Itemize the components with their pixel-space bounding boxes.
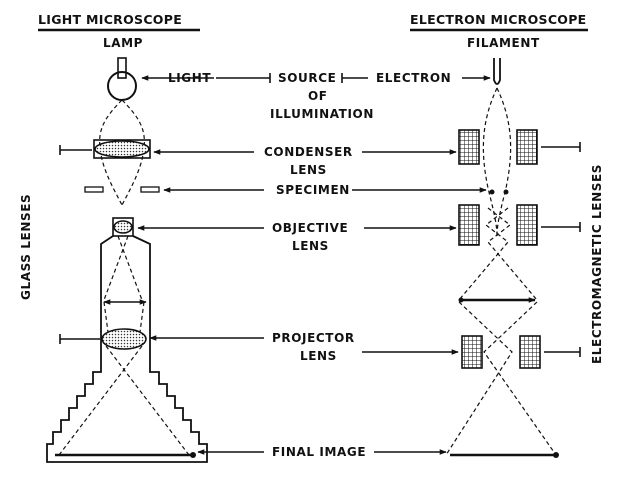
light-projector-lens: [101, 328, 147, 350]
electron-projector-coil-right: [519, 335, 541, 369]
electron-beam-left: [482, 87, 498, 237]
light-ray-lower-2: [103, 235, 129, 301]
electromagnetic-lenses-label: ELECTROMAGNETIC LENSES: [590, 164, 604, 364]
light-ray-lower-1: [117, 235, 143, 301]
electron-specimen-right: [503, 189, 509, 195]
light-microscope-header: LIGHT MICROSCOPE: [38, 12, 182, 27]
light-objective-lens: [112, 217, 134, 237]
light-ray-lower-5: [105, 345, 190, 456]
light-label: LIGHT: [168, 71, 211, 85]
projector-label-line2: LENS: [300, 349, 337, 363]
lamp-icon: [107, 57, 137, 101]
electron-condenser-coil-right: [516, 129, 538, 165]
specimen-label: SPECIMEN: [276, 183, 350, 197]
electron-beam-lower-3: [445, 301, 513, 456]
condenser-label-line1: CONDENSER: [264, 145, 353, 159]
electron-objective-coil-left: [458, 204, 480, 246]
filament-icon: [493, 58, 501, 85]
lamp-label: LAMP: [103, 36, 143, 50]
filament-label: FILAMENT: [467, 36, 540, 50]
objective-label-line2: LENS: [292, 239, 329, 253]
source-label-line1: SOURCE: [278, 71, 336, 85]
light-specimen-slide: [84, 186, 160, 193]
final-image-label: FINAL IMAGE: [272, 445, 366, 459]
source-label-line2: OF: [308, 89, 328, 103]
electron-projector-coil-left: [461, 335, 483, 369]
electron-beam-lower-2: [458, 207, 509, 301]
light-ray-lower-3: [103, 301, 109, 333]
objective-label-line1: OBJECTIVE: [272, 221, 348, 235]
light-microscope-body: [46, 235, 208, 463]
source-label-line3: ILLUMINATION: [270, 107, 374, 121]
electron-microscope-header: ELECTRON MICROSCOPE: [410, 12, 587, 27]
light-ray-lower-4: [139, 301, 145, 333]
glass-lenses-label: GLASS LENSES: [19, 194, 33, 300]
electron-beam-lower-1: [487, 207, 538, 301]
electron-condenser-coil-left: [458, 129, 480, 165]
light-ray-lower-6: [58, 345, 143, 456]
condenser-label-line2: LENS: [290, 163, 327, 177]
light-condenser-lens: [93, 139, 151, 159]
electron-beam-lower-4: [483, 301, 557, 456]
electron-beam-right: [496, 87, 512, 237]
electron-label: ELECTRON: [376, 71, 451, 85]
electron-objective-coil-right: [516, 204, 538, 246]
electron-specimen-left: [489, 189, 495, 195]
projector-label-line1: PROJECTOR: [272, 331, 355, 345]
